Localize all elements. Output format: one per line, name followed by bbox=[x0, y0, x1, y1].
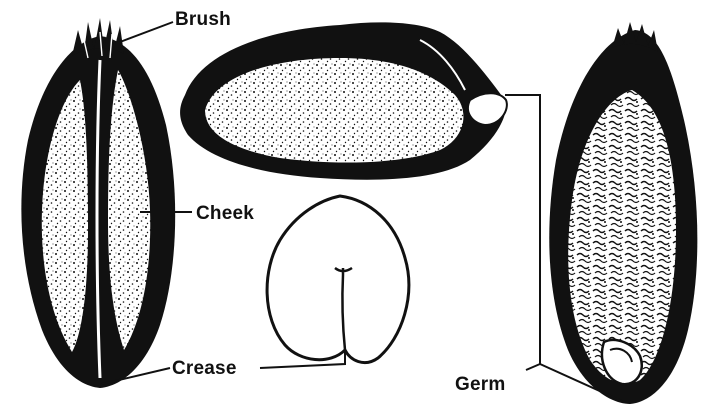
right-kernel-dorsal-view bbox=[549, 22, 697, 404]
label-brush: Brush bbox=[175, 10, 231, 29]
crease-leader-right bbox=[260, 352, 345, 368]
label-germ: Germ bbox=[455, 375, 505, 394]
kernel-cross-section bbox=[267, 196, 409, 363]
label-cheek: Cheek bbox=[196, 204, 254, 223]
germ-leader-top bbox=[505, 95, 540, 364]
label-crease: Crease bbox=[172, 359, 237, 378]
top-kernel-side-view bbox=[180, 22, 507, 179]
cross-section-outline bbox=[267, 196, 409, 363]
brush-leader bbox=[120, 22, 173, 42]
left-kernel-crease-view bbox=[21, 18, 175, 388]
cross-section-crease bbox=[335, 268, 352, 350]
